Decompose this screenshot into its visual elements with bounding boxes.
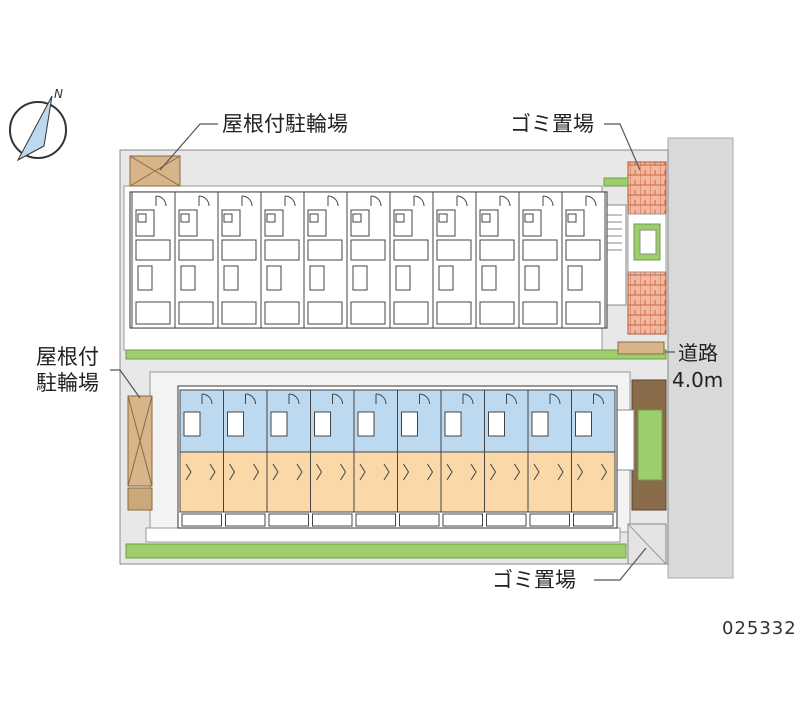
label-road-name: 道路 bbox=[678, 341, 718, 365]
grass-strip-bottom bbox=[125, 543, 627, 559]
upper-unit bbox=[518, 191, 563, 329]
lower-unit bbox=[527, 389, 572, 527]
upper-unit bbox=[303, 191, 348, 329]
upper-unit bbox=[561, 191, 606, 329]
grass-strip-bottom-inner bbox=[145, 527, 621, 543]
lower-unit bbox=[571, 389, 616, 527]
lower-unit bbox=[397, 389, 442, 527]
lower-unit bbox=[310, 389, 355, 527]
leader-garbage-top bbox=[604, 123, 641, 171]
upper-unit bbox=[174, 191, 219, 329]
leader-garbage-bottom bbox=[594, 547, 647, 581]
leader-bike-left bbox=[110, 369, 141, 399]
lower-unit bbox=[223, 389, 268, 527]
lower-building bbox=[177, 385, 618, 529]
leader-bike-top bbox=[159, 123, 218, 171]
lower-unit bbox=[440, 389, 485, 527]
compass-ring bbox=[9, 101, 67, 159]
grass-strip-middle bbox=[125, 349, 667, 360]
label-road-width: 4.0m bbox=[672, 368, 724, 392]
lower-unit bbox=[484, 389, 529, 527]
upper-unit bbox=[346, 191, 391, 329]
property-code: 025332 bbox=[722, 618, 797, 639]
label-bike-parking-top: 屋根付駐輪場 bbox=[222, 112, 348, 136]
upper-unit bbox=[217, 191, 262, 329]
upper-building bbox=[129, 191, 608, 329]
upper-unit bbox=[260, 191, 305, 329]
lower-unit bbox=[179, 389, 224, 527]
upper-unit bbox=[432, 191, 477, 329]
upper-unit bbox=[389, 191, 434, 329]
small-bike-rack bbox=[617, 341, 665, 355]
compass: N bbox=[9, 87, 67, 162]
lower-unit bbox=[266, 389, 311, 527]
compass-letter: N bbox=[54, 87, 63, 101]
label-bike-parking-left-2: 駐輪場 bbox=[36, 371, 99, 395]
lower-unit bbox=[353, 389, 398, 527]
upper-unit bbox=[131, 191, 176, 329]
label-garbage-bottom: ゴミ置場 bbox=[492, 568, 576, 592]
upper-unit bbox=[475, 191, 520, 329]
label-bike-parking-left-1: 屋根付 bbox=[36, 345, 99, 369]
label-garbage-top: ゴミ置場 bbox=[510, 112, 594, 136]
road bbox=[667, 137, 734, 579]
